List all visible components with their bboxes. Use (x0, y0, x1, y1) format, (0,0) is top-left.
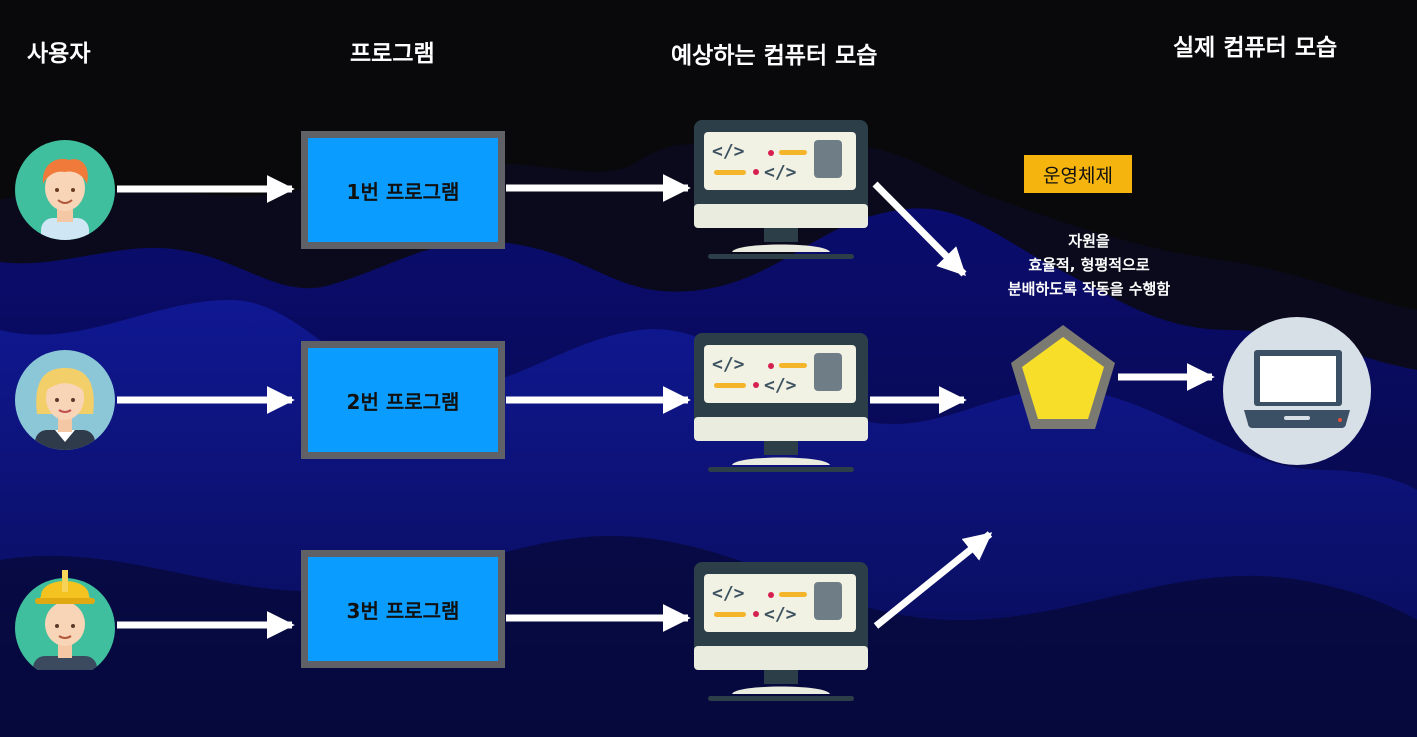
code-monitor-icon: </> </> (694, 120, 868, 259)
blonde-woman-avatar-icon (15, 350, 115, 450)
program-label: 3번 프로그램 (346, 598, 460, 623)
os-description-line: 자원을 (1068, 232, 1110, 250)
os-description: 자원을 효율적, 형평적으로 분배하도록 작동을 수행함 (985, 229, 1193, 301)
boy-avatar-icon (15, 140, 115, 240)
worker-hardhat-avatar-icon (15, 570, 115, 670)
programs-column-title: 프로그램 (350, 41, 435, 67)
users-column-title: 사용자 (27, 41, 91, 67)
code-monitor-icon: </> </> (694, 333, 868, 472)
svg-text:</>: </> (764, 162, 797, 183)
program-label: 1번 프로그램 (346, 179, 460, 204)
svg-text:</>: </> (764, 375, 797, 396)
pentagon-icon (1011, 325, 1115, 429)
program-box-1: 1번 프로그램 (301, 131, 505, 249)
actual-computer-column-title: 실제 컴퓨터 모습 (1173, 35, 1338, 61)
svg-text:</>: </> (712, 141, 745, 162)
os-description-line: 분배하도록 작동을 수행함 (1007, 280, 1171, 298)
code-monitor-icon: </> </> (694, 562, 868, 701)
svg-text:</>: </> (764, 604, 797, 625)
program-box-3: 3번 프로그램 (301, 550, 505, 668)
os-label: 운영체제 (1024, 155, 1132, 193)
program-label: 2번 프로그램 (346, 389, 460, 414)
program-box-2: 2번 프로그램 (301, 341, 505, 459)
os-description-line: 효율적, 형평적으로 (1028, 256, 1150, 274)
expected-computer-column-title: 예상하는 컴퓨터 모습 (671, 43, 878, 69)
svg-text:</>: </> (712, 583, 745, 604)
svg-text:</>: </> (712, 354, 745, 375)
laptop-icon (1223, 317, 1371, 465)
